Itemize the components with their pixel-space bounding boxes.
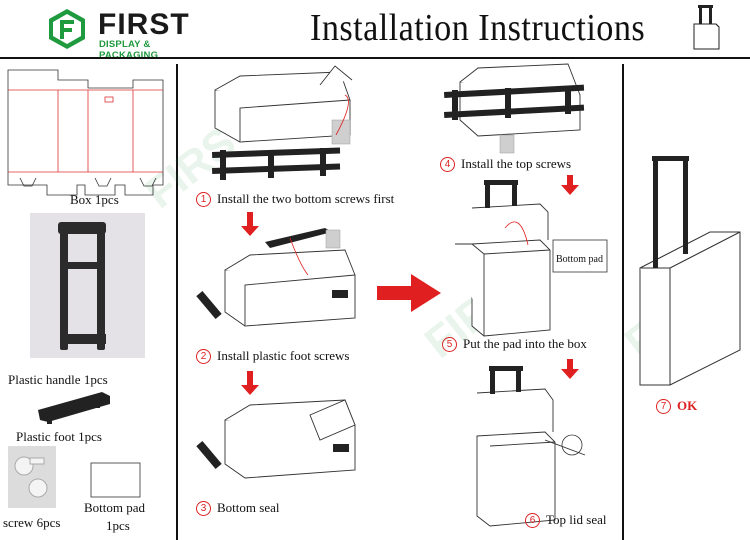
logo-mark-icon xyxy=(49,9,85,49)
page-title: Installation Instructions xyxy=(310,7,646,49)
label-pad: Bottom pad xyxy=(84,500,146,515)
brand-name: FIRST xyxy=(98,8,190,41)
bottom-pad-callout xyxy=(552,239,608,273)
header-divider xyxy=(0,57,750,59)
label-box: Box 1pcs xyxy=(70,192,119,207)
box-dieline xyxy=(7,69,164,196)
callout-bottom-pad: Bottom pad xyxy=(556,254,603,265)
suitcase-icon xyxy=(693,5,720,50)
step1-drawing xyxy=(214,65,353,143)
label-foot: Plastic foot 1pcs xyxy=(16,429,102,444)
handle-photo xyxy=(30,213,145,358)
label-handle: Plastic handle 1pcs xyxy=(8,372,108,387)
label-pad-count: 1pcs xyxy=(106,518,130,533)
screw-photo xyxy=(8,446,56,508)
brand-tagline: DISPLAY & PACKAGING xyxy=(99,39,159,61)
bottom-pad-sample xyxy=(90,462,141,498)
column-divider-1 xyxy=(176,64,178,540)
label-screw: screw 6pcs xyxy=(3,515,61,530)
column-divider-2 xyxy=(622,64,624,540)
plastic-foot xyxy=(38,392,110,424)
logo: FIRST DISPLAY & PACKAGING xyxy=(44,6,204,61)
